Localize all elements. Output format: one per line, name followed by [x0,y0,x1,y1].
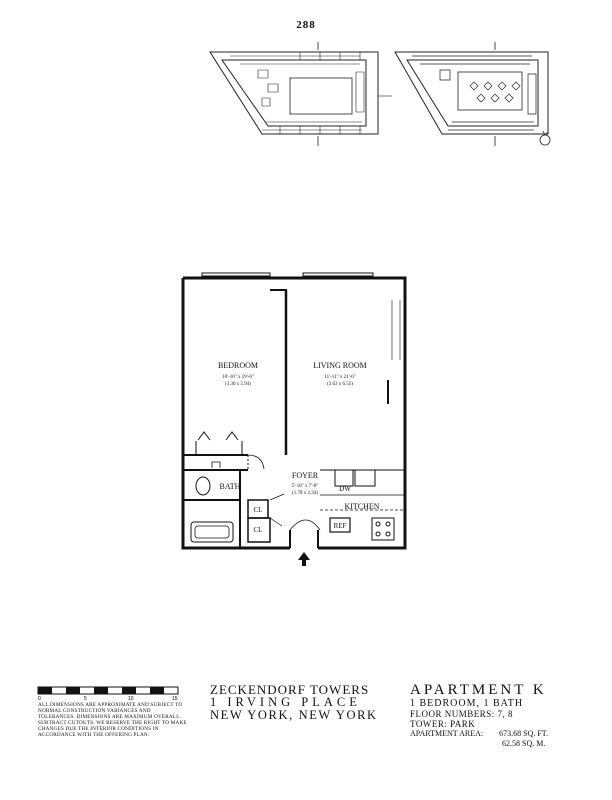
foyer-label: FOYER [292,471,319,480]
apartment-area-sqft: 673.68 SQ. FT. [499,729,549,738]
foyer-dims: 5'-10" x 7'-8" [292,484,319,489]
apartment-area-label: APARTMENT AREA: [410,729,484,738]
closet-label-1: CL [254,506,263,514]
windows [201,272,374,280]
bath-label: BATH [220,482,241,491]
disclaimer: ALL DIMENSIONS ARE APPROXIMATE AND SUBJE… [38,702,187,739]
apartment-info: APARTMENT K 1 BEDROOM, 1 BATH FLOOR NUMB… [410,682,548,749]
scale-tick-15: 15 [172,696,178,702]
scale-tick-0: 0 [38,696,41,702]
key-plan-left [209,42,392,146]
apartment-area: APARTMENT AREA: 673.68 SQ. FT. [410,729,548,739]
bedroom-dims: 10'-10" x 19'-6" [222,375,254,380]
kitchen-label: KITCHEN [344,502,379,511]
apartment-area-metric: 62.58 SQ. M. [502,739,546,748]
tower: TOWER: PARK [410,719,476,729]
exterior-wall [183,276,407,550]
apartment-title: APARTMENT K [410,682,547,698]
scale-tick-5: 5 [84,696,87,702]
bedroom-dims-metric: (3.30 x 5.94) [225,382,251,387]
living-room-label: LIVING ROOM [313,361,367,370]
floor-numbers: FLOOR NUMBERS: 7, 8 [410,709,514,719]
scale-tick-10: 10 [128,696,134,702]
key-plan-right [394,42,551,146]
apartment-type: 1 BEDROOM, 1 BATH [410,698,524,709]
bedroom-label: BEDROOM [218,361,258,370]
entry-arrow-icon [298,552,310,566]
living-room-dims-metric: (3.63 x 6.55) [327,382,353,387]
building-info: ZECKENDORF TOWERS 1 IRVING PLACE NEW YOR… [210,683,378,722]
refrigerator-label: REF [334,522,347,530]
page-number: 288 [296,19,316,31]
building-address-2: NEW YORK, NEW YORK [210,708,378,722]
closet-label-2: CL [254,526,263,534]
living-room-dims: 11'-11" x 21'-6" [324,375,355,380]
dishwasher-label: DW [339,485,351,493]
building-address-1: 1 IRVING PLACE [210,695,361,709]
foyer-dims-metric: (1.78 x 2.34) [292,491,318,496]
building-name: ZECKENDORF TOWERS [210,682,370,697]
scale-bar: 0 5 10 15 [37,686,179,702]
